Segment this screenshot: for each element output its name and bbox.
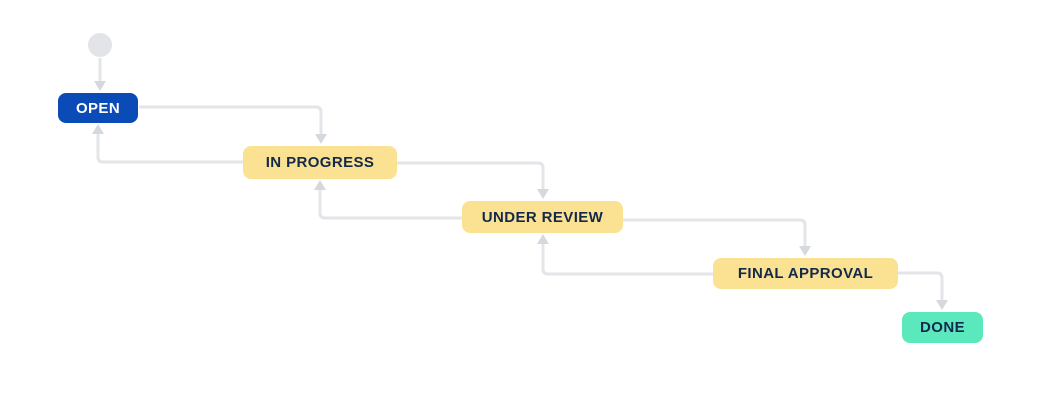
arrowhead-final-approval-to-done <box>936 300 948 310</box>
status-node-done-label: DONE <box>920 319 965 336</box>
arrowhead-final-approval-to-under-review <box>537 234 549 244</box>
transition-line-under-review-to-final-approval <box>623 218 807 247</box>
transition-line-open-to-in-progress <box>139 105 323 135</box>
arrowhead-in-progress-to-open <box>92 124 104 134</box>
transition-line-final-approval-to-done <box>898 271 944 301</box>
status-node-done[interactable]: DONE <box>902 312 983 343</box>
status-node-in-progress[interactable]: IN PROGRESS <box>243 146 397 179</box>
arrowhead-in-progress-to-under-review <box>537 189 549 199</box>
status-node-open-label: OPEN <box>75 99 121 117</box>
status-node-under-review-label: UNDER REVIEW <box>481 208 604 226</box>
status-node-in-progress-label: IN PROGRESS <box>265 154 375 171</box>
arrowhead-open-to-in-progress <box>315 134 327 144</box>
arrowhead-under-review-to-in-progress <box>314 180 326 190</box>
status-node-open[interactable]: OPEN <box>58 93 138 123</box>
transition-line-in-progress-to-open <box>96 133 243 164</box>
transition-line-under-review-to-in-progress <box>318 189 462 220</box>
status-node-final-approval-label: FINAL APPROVAL <box>737 265 874 282</box>
transition-line-final-approval-to-under-review <box>541 243 713 276</box>
status-node-final-approval[interactable]: FINAL APPROVAL <box>713 258 898 289</box>
arrowhead-start-to-open <box>94 81 106 91</box>
status-node-under-review[interactable]: UNDER REVIEW <box>462 201 623 233</box>
start-node-circle <box>88 33 112 57</box>
transition-line-in-progress-to-under-review <box>397 161 545 190</box>
arrowhead-under-review-to-final-approval <box>799 246 811 256</box>
